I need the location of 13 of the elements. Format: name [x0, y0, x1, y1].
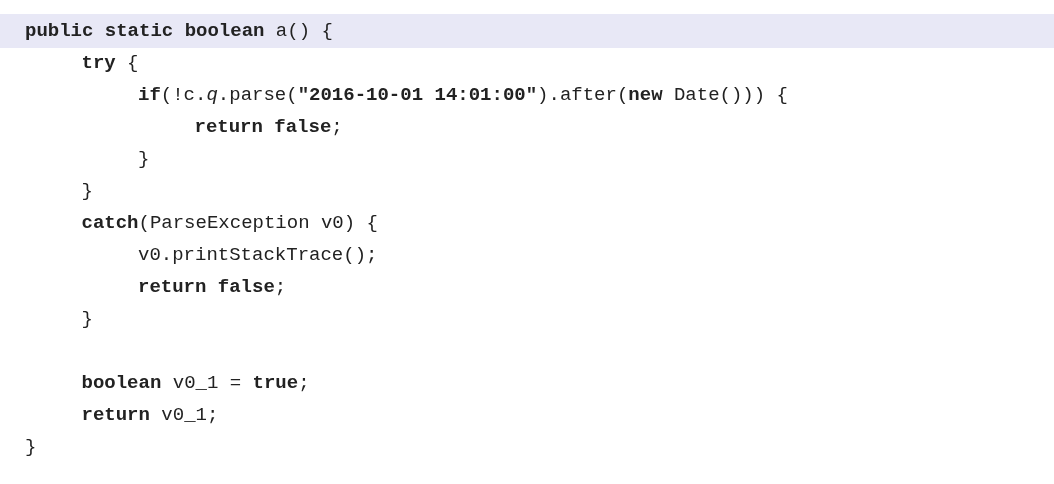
- code-line: boolean v0_1 = true;: [81, 371, 310, 395]
- code-line: return v0_1;: [81, 403, 219, 427]
- code-line: }: [81, 307, 93, 331]
- code-line: }: [25, 435, 37, 459]
- code-line: if(!c.q.parse("2016-10-01 14:01:00").after(new Date())) {: [138, 83, 788, 107]
- code-line: }: [81, 179, 93, 203]
- code-line: v0.printStackTrace();: [138, 243, 378, 267]
- code-line: }: [138, 147, 150, 171]
- code-line: return false;: [194, 115, 343, 139]
- code-line: return false;: [138, 275, 287, 299]
- code-line: try {: [81, 51, 139, 75]
- code-line: public static boolean a() {: [25, 19, 333, 43]
- code-line: catch(ParseException v0) {: [81, 211, 378, 235]
